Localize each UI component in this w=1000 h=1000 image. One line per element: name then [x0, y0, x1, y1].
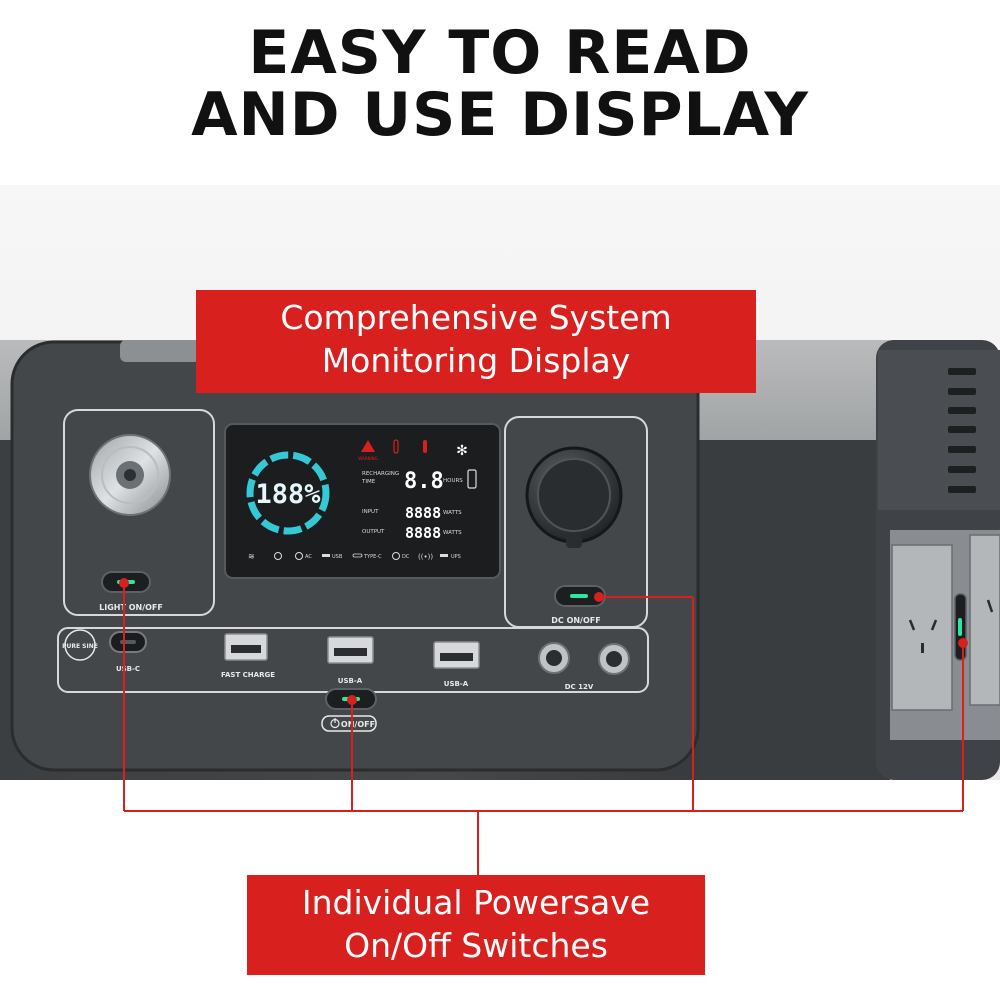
light-lens-ring — [101, 446, 159, 504]
recharging-label-2: TIME — [361, 479, 376, 485]
main-switch-label: ON/OFF — [341, 720, 375, 729]
output-watts-value: 8888 — [405, 524, 441, 542]
fan-icon: ✻ — [456, 443, 468, 459]
recharging-label-1: RECHARGING — [362, 471, 399, 477]
typec-icon — [352, 553, 363, 558]
callout-bottom-line-2: On/Off Switches — [344, 926, 608, 965]
status-usb: USB — [332, 554, 343, 560]
callout-bottom-line-1: Individual Powersave — [301, 883, 651, 922]
headline-line-2: AND USE DISPLAY — [191, 80, 809, 150]
usb-icon — [322, 554, 330, 557]
callout-top-line-1: Comprehensive System — [280, 298, 672, 337]
callout-top-line-2: Monitoring Display — [321, 341, 631, 380]
ac-outlet-1[interactable] — [891, 544, 953, 711]
callout-lines — [123, 583, 964, 780]
battery-percent: 188% — [255, 479, 321, 510]
ups-icon — [440, 554, 448, 557]
hours-unit: HOURS — [443, 478, 463, 484]
recharging-hours-value: 8.8 — [404, 469, 444, 494]
fast-charge-label: FAST CHARGE — [221, 671, 275, 679]
top-handle — [120, 340, 200, 362]
bluetooth-icon — [274, 552, 282, 560]
light-switch-label: LIGHT ON/OFF — [99, 603, 163, 612]
battery-level-icon — [467, 469, 477, 489]
main-switch-label-box — [321, 715, 377, 732]
pure-sine-label: PURE SINE — [62, 643, 98, 650]
power-station-photo: LIGHT ON/OFF 188% WARNING ✻ RECHARGING T… — [0, 185, 1000, 780]
callout-monitoring-display: Comprehensive System Monitoring Display — [196, 290, 756, 393]
callout-dot-ac — [958, 638, 968, 648]
output-label: OUTPUT — [362, 529, 385, 535]
battery-ring — [246, 451, 330, 535]
usb-a-label-2: USB-A — [444, 680, 469, 688]
dc-icon — [392, 552, 400, 560]
light-port-box — [63, 409, 215, 616]
callout-powersave-switches: Individual Powersave On/Off Switches — [247, 875, 705, 975]
callout-dot-main — [347, 695, 357, 705]
input-watts-unit: WATTS — [443, 510, 462, 516]
pure-sine-logo — [64, 629, 96, 661]
ac-icon — [295, 552, 303, 560]
warning-text: WARNING — [358, 456, 378, 461]
lcd-display — [224, 423, 501, 579]
status-dc: DC — [402, 554, 410, 560]
dc-12v-label: DC 12V — [565, 683, 594, 691]
usb-a-label-1: USB-A — [338, 677, 363, 685]
wifi-icon: ≋ — [248, 552, 255, 561]
callout-lines-lower — [123, 780, 964, 875]
callout-dot-light — [119, 578, 129, 588]
headline: EASY TO READ AND USE DISPLAY — [0, 22, 1000, 146]
ac-outlet-2[interactable] — [969, 534, 1000, 706]
status-typec: TYPE-C — [363, 554, 382, 560]
warning-icon — [361, 440, 375, 452]
thermometer-high-icon — [423, 440, 427, 453]
thermometer-low-icon — [393, 439, 399, 454]
side-vent-panel — [878, 350, 1000, 510]
output-watts-unit: WATTS — [443, 530, 462, 536]
wireless-icon: ((•)) — [418, 553, 433, 561]
headline-line-1: EASY TO READ — [248, 18, 752, 88]
device-body-shade — [700, 440, 890, 780]
status-ups: UPS — [451, 554, 461, 560]
usb-c-label: USB-C — [116, 665, 140, 673]
side-vents — [948, 368, 976, 493]
input-watts-value: 8888 — [405, 504, 441, 522]
status-ac: AC — [305, 554, 312, 560]
input-label: INPUT — [362, 509, 379, 515]
callout-dot-dc — [594, 592, 604, 602]
dc-switch-label: DC ON/OFF — [551, 616, 600, 625]
